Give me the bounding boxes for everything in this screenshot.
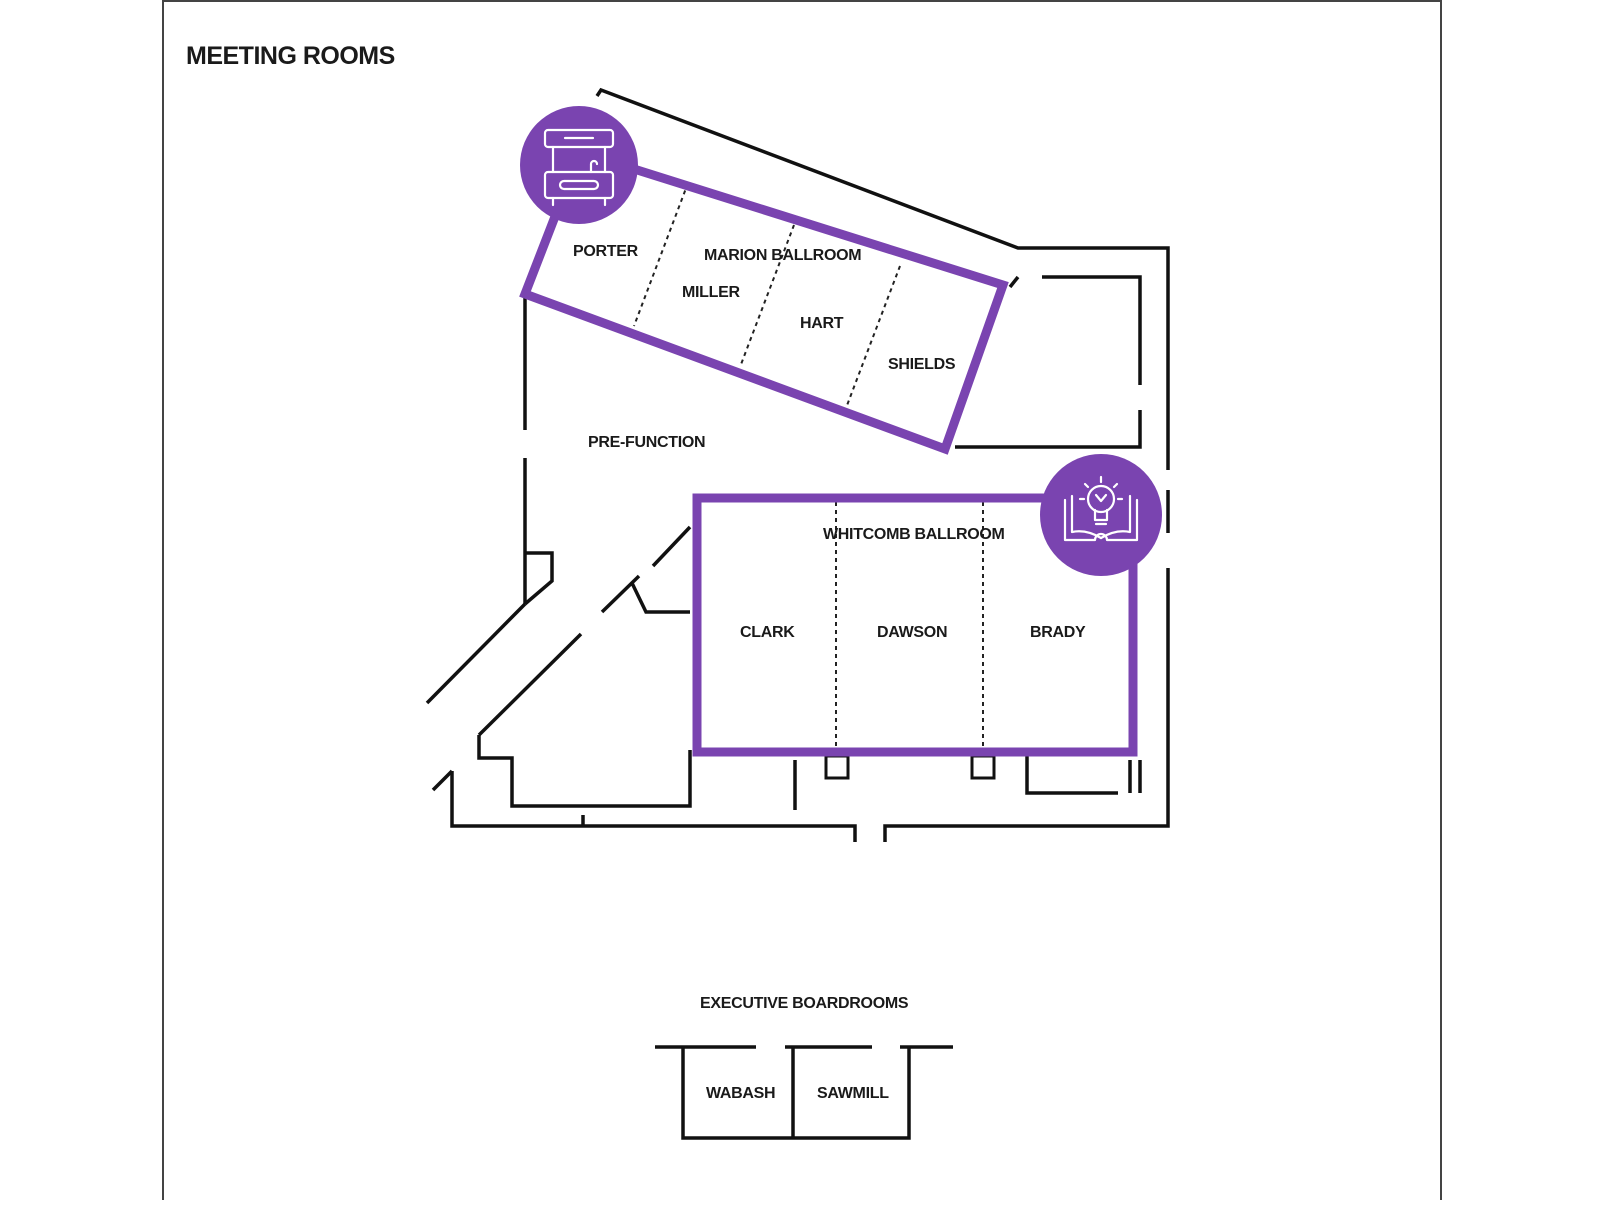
- room-divider: [633, 182, 689, 327]
- room-label-hart: HART: [800, 315, 844, 332]
- room-label-pre-function: PRE-FUNCTION: [588, 434, 705, 451]
- map-title: MEETING ROOMS: [186, 42, 395, 70]
- executive-boardrooms: EXECUTIVE BOARDROOMS WABASH SAWMILL: [655, 995, 953, 1140]
- room-label-shields: SHIELDS: [888, 356, 956, 373]
- room-divider: [845, 265, 901, 409]
- marion-highlight-outline: [519, 146, 1009, 455]
- room-label-clark: CLARK: [740, 624, 795, 641]
- idea-book-lightbulb-icon[interactable]: [1040, 454, 1162, 576]
- room-divider: [739, 224, 795, 368]
- whitcomb-highlight-outline: [692, 493, 1138, 757]
- room-label-dawson: DAWSON: [877, 624, 947, 641]
- marion-ballroom-area[interactable]: PORTER MARION BALLROOM MILLER HART SHIEL…: [519, 146, 1009, 455]
- room-label-miller: MILLER: [682, 284, 740, 301]
- room-label-whitcomb-ballroom: WHITCOMB BALLROOM: [823, 526, 1005, 543]
- map-border: [162, 0, 1442, 1205]
- exhibit-booth-icon[interactable]: [520, 106, 638, 224]
- whitcomb-ballroom-area[interactable]: WHITCOMB BALLROOM CLARK DAWSON BRADY: [692, 493, 1138, 757]
- room-label-porter: PORTER: [573, 243, 639, 260]
- room-label-brady: BRADY: [1030, 624, 1086, 641]
- room-label-marion-ballroom: MARION BALLROOM: [704, 247, 861, 264]
- building-walls: [425, 87, 1170, 842]
- room-label-wabash[interactable]: WABASH: [706, 1085, 776, 1102]
- room-label-sawmill[interactable]: SAWMILL: [817, 1085, 889, 1102]
- executive-boardrooms-heading: EXECUTIVE BOARDROOMS: [700, 995, 909, 1012]
